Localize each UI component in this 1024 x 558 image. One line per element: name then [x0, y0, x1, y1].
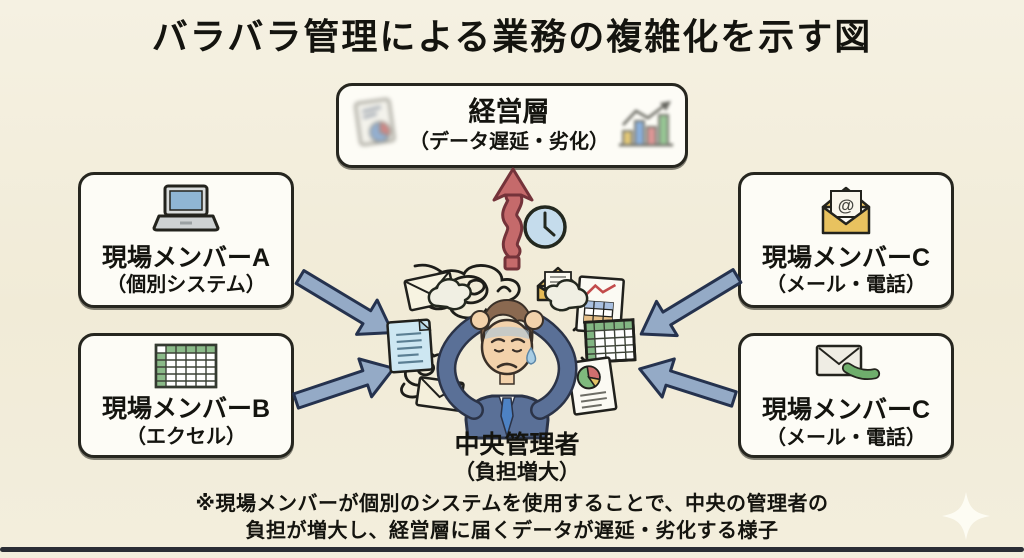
node-member-a: 現場メンバーA （個別システム） [78, 172, 294, 308]
node-member-c-bottom: 現場メンバーC （メール・電話） [738, 333, 954, 458]
member-c-bottom-label: 現場メンバーC [761, 396, 931, 425]
central-manager-subtitle: （負担増大） [454, 460, 580, 484]
management-sublabel: （データ遅延・劣化） [409, 131, 609, 154]
central-manager-label: 中央管理者 （負担増大） [389, 431, 645, 485]
arrow-from-member-c-top [639, 268, 743, 338]
document-line-chart [575, 275, 625, 335]
bottom-divider-bar [0, 547, 1024, 552]
email-at-icon: @ [816, 183, 876, 239]
tangle-scribbles [400, 263, 607, 399]
management-label: 経営層 [468, 96, 550, 127]
management-text: 経営層 （データ遅延・劣化） [403, 97, 615, 154]
node-member-b: 現場メンバーB （エクセル） [78, 333, 294, 458]
blurred-bar-chart-icon [615, 96, 677, 152]
envelope-open-yellow [536, 266, 580, 302]
member-c-bottom-sublabel: （メール・電話） [766, 426, 926, 449]
member-c-top-label: 現場メンバーC [761, 243, 931, 272]
member-c-top-sublabel: （メール・電話） [766, 274, 926, 297]
at-glyph: @ [838, 196, 855, 215]
spreadsheet-green-center [583, 318, 637, 364]
mail-phone-icon [811, 341, 881, 391]
page-title: バラバラ管理による業務の複雑化を示す図 [151, 16, 873, 57]
laptop-icon [149, 183, 223, 239]
footnote: ※現場メンバーが個別のシステムを使用することで、中央の管理者の 負担が増大し、経… [0, 491, 1024, 545]
stressed-manager-illustration [427, 278, 589, 440]
steam-puff-right [544, 279, 589, 312]
arrow-from-member-b [292, 357, 396, 410]
document-pie-chart [566, 356, 618, 416]
envelope-top-left [403, 270, 457, 312]
member-b-label: 現場メンバーB [101, 395, 271, 424]
document-blue [386, 318, 434, 374]
delayed-data-up-arrow [492, 167, 534, 271]
member-a-sublabel: （個別システム） [106, 274, 266, 297]
footnote-line2: 負担が増大し、経営層に届くデータが遅延・劣化する様子 [245, 520, 779, 542]
node-member-c-top: @ 現場メンバーC （メール・電話） [738, 172, 954, 308]
steam-puff-left [427, 278, 472, 311]
footnote-line1: ※現場メンバーが個別のシステムを使用することで、中央の管理者の [195, 493, 829, 515]
small-arrow-mark [444, 294, 452, 303]
arrow-from-member-c-bottom [638, 357, 738, 408]
node-management: 経営層 （データ遅延・劣化） [336, 83, 688, 168]
central-manager-title: 中央管理者 [454, 431, 580, 459]
arrow-from-member-a [294, 269, 395, 336]
blurred-report-icon [347, 95, 403, 153]
member-a-label: 現場メンバーA [101, 243, 271, 272]
envelope-bottom-left [415, 376, 465, 412]
spreadsheet-icon [153, 342, 219, 390]
member-b-sublabel: （エクセル） [126, 425, 246, 448]
clock-icon [523, 205, 567, 249]
